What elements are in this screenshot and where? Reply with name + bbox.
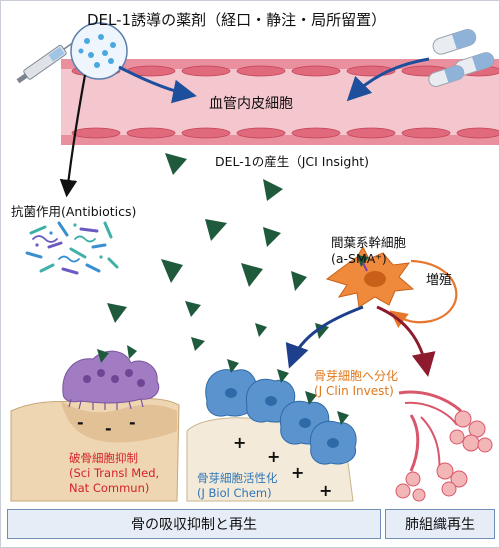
msc-label-line1: 間葉系幹細胞 xyxy=(331,235,407,250)
osteoblast-nuclei xyxy=(225,388,339,448)
arrow-to-antibacterial xyxy=(59,74,87,198)
plus-mark: + xyxy=(267,447,281,466)
osteoclast-inhibition-line3: Nat Commun) xyxy=(69,481,150,495)
msc-label-line2: (a-SMA⁺) xyxy=(331,251,387,266)
mesenchymal-stem-cell xyxy=(325,245,415,308)
minus-mark: - xyxy=(105,419,112,438)
drug-title: DEL-1誘導の薬剤（経口・静注・局所留置） xyxy=(87,11,387,29)
vessel-label: 血管内皮細胞 xyxy=(209,96,293,112)
arrow-proliferation xyxy=(389,259,458,328)
osteoclast-inhibition-line2: (Sci Transl Med, xyxy=(69,466,160,480)
minus-mark: - xyxy=(129,413,136,432)
plus-mark: + xyxy=(319,481,333,500)
osteoblast-activation-line1: 骨芽細胞活性化 xyxy=(197,471,278,485)
osteoblast-differentiation-label: 骨芽細胞へ分化 (J Clin Invest) xyxy=(314,369,398,399)
plus-mark: + xyxy=(291,463,305,482)
endothelial-cells-bottom xyxy=(71,127,499,139)
msc-label: 間葉系幹細胞 (a-SMA⁺) xyxy=(331,235,406,267)
osteoclast-inhibition-line1: 破骨細胞抑制 xyxy=(69,451,138,465)
arrow-drug-to-vessel-right xyxy=(346,57,430,102)
osteoblast-del1-binding xyxy=(227,359,349,425)
bacteria-cluster xyxy=(25,221,119,275)
osteoblast-diff-line1: 骨芽細胞へ分化 xyxy=(314,369,399,383)
osteoblast-activation-line2: (J Biol Chem) xyxy=(197,486,272,500)
capsule-icons xyxy=(428,28,495,87)
lung-tissue xyxy=(395,390,493,502)
del1-production-label: DEL-1の産生（JCI Insight) xyxy=(215,154,370,169)
plus-mark: + xyxy=(233,433,247,452)
del1-proteins xyxy=(107,153,329,351)
arrow-to-lung xyxy=(376,305,436,377)
arrow-drug-to-vessel-left xyxy=(118,65,197,104)
footer-lung-text: 肺組織再生 xyxy=(405,517,475,533)
arrow-to-osteoblast xyxy=(285,305,364,369)
antibacterial-label: 抗菌作用(Antibiotics) xyxy=(11,204,137,219)
osteoblast-diff-line2: (J Clin Invest) xyxy=(314,384,394,398)
osteoclasts xyxy=(62,345,160,410)
osteoblast-activation-label: 骨芽細胞活性化 (J Biol Chem) xyxy=(197,471,278,501)
footer-bone-regeneration: 骨の吸収抑制と再生 xyxy=(7,509,381,539)
proliferation-label: 増殖 xyxy=(426,273,453,288)
minus-mark: - xyxy=(77,413,84,432)
osteoclast-inhibition-label: 破骨細胞抑制 (Sci Transl Med, Nat Commun) xyxy=(69,451,159,496)
footer-bone-text: 骨の吸収抑制と再生 xyxy=(131,517,257,533)
drug-particles xyxy=(70,22,128,80)
footer-lung-regeneration: 肺組織再生 xyxy=(385,509,495,539)
